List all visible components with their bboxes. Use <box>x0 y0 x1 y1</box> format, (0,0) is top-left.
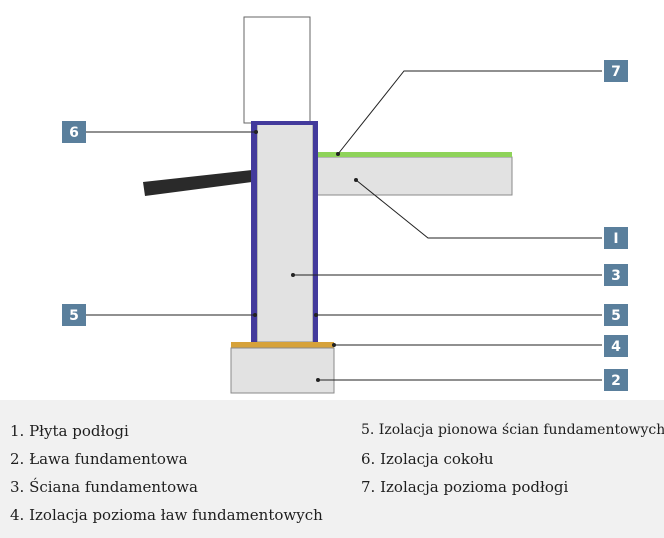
legend-item-6: 6. Izolacja cokołu <box>361 450 494 468</box>
upper-wall <box>243 16 311 124</box>
leader-line-7 <box>337 70 602 155</box>
leader-dot-3 <box>291 273 295 277</box>
legend-item-7: 7. Izolacja pozioma podłogi <box>361 478 569 496</box>
leader-dot-1 <box>354 178 358 182</box>
svg-text:3: 3 <box>611 268 621 284</box>
badge-2: 2 <box>604 369 628 391</box>
leader-dot-6 <box>254 130 258 134</box>
svg-text:5: 5 <box>69 308 79 324</box>
vertical-insulation-left <box>251 123 257 342</box>
legend-item-1: 1. Płyta podłogi <box>10 422 129 440</box>
footing-insulation <box>231 342 334 348</box>
ground-slope-bar <box>143 170 252 196</box>
legend-item-5: 5. Izolacja pionowa ścian fundamentowych <box>361 422 664 438</box>
badge-6: 6 <box>62 121 86 143</box>
svg-text:2: 2 <box>611 373 621 389</box>
floor-slab <box>315 156 513 196</box>
leader-dot-5-right <box>314 313 318 317</box>
badge-4: 4 <box>604 335 628 357</box>
foundation-diagram: 7 6 I 3 5 5 4 2 <box>62 16 628 394</box>
floor-insulation <box>316 152 512 157</box>
footing <box>230 347 335 394</box>
leader-dot-7 <box>336 152 340 156</box>
svg-text:I: I <box>613 231 618 247</box>
plinth-insulation <box>251 121 318 125</box>
badge-5-right: 5 <box>604 304 628 326</box>
badge-5-left: 5 <box>62 304 86 326</box>
leader-line-1 <box>355 179 602 239</box>
vertical-insulation-right <box>313 123 318 342</box>
svg-text:4: 4 <box>611 339 621 355</box>
legend-item-3: 3. Ściana fundamentowa <box>10 478 198 496</box>
badge-3: 3 <box>604 264 628 286</box>
foundation-wall <box>256 122 314 343</box>
badge-1: I <box>604 227 628 249</box>
leader-dot-5-left <box>253 313 257 317</box>
leader-dot-2 <box>316 378 320 382</box>
legend-panel: 1. Płyta podłogi 2. Ława fundamentowa 3.… <box>0 400 664 538</box>
legend-item-4: 4. Izolacja pozioma ław fundamentowych <box>10 506 323 524</box>
badge-7: 7 <box>604 60 628 82</box>
svg-text:5: 5 <box>611 308 621 324</box>
legend-item-2: 2. Ława fundamentowa <box>10 450 188 468</box>
leader-dot-4 <box>332 343 336 347</box>
svg-text:7: 7 <box>611 64 621 80</box>
svg-text:6: 6 <box>69 125 79 141</box>
